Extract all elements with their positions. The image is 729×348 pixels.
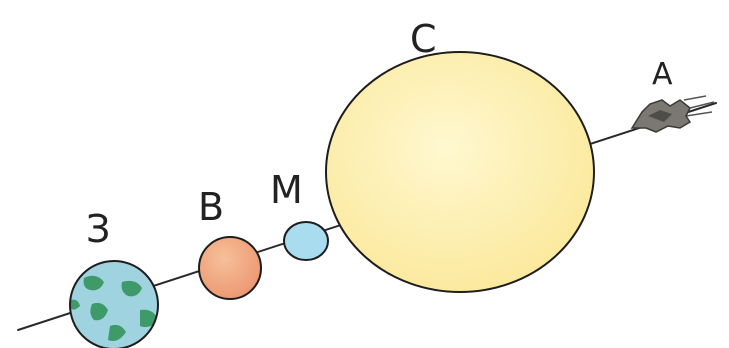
label-venus: В — [198, 185, 224, 229]
label-comet: А — [652, 57, 673, 92]
label-sun: С — [410, 17, 437, 61]
mercury — [284, 222, 328, 260]
earth — [70, 261, 158, 348]
label-earth: З — [86, 207, 110, 251]
sun — [326, 52, 594, 292]
venus — [199, 237, 261, 299]
comet — [632, 96, 714, 132]
label-mercury: М — [270, 168, 303, 212]
